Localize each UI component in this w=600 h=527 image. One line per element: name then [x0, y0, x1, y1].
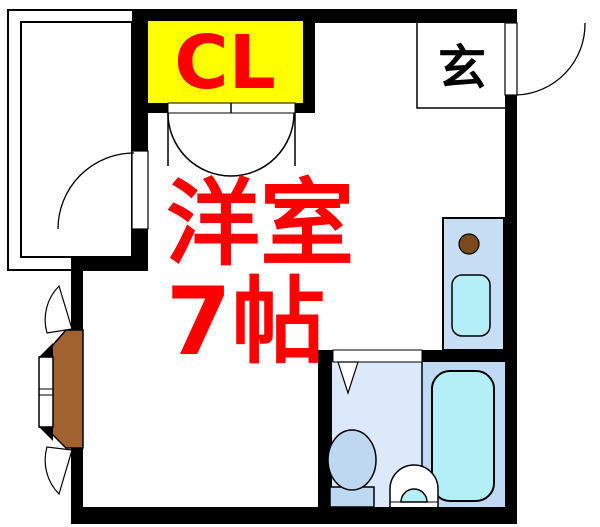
entrance-area [416, 21, 507, 109]
washbasin-bowl [400, 488, 428, 503]
bathroom-door [332, 349, 423, 395]
bathroom-door-leaf [332, 349, 423, 363]
wall-left-upper-a [132, 9, 148, 151]
balcony-door-leaf [131, 150, 149, 230]
balcony-door [57, 150, 149, 230]
closet-box [148, 21, 303, 103]
kitchen-sink [451, 274, 491, 337]
bay-window-stub-top [39, 343, 53, 357]
closet-door-arc-right [230, 112, 295, 177]
toilet-bowl [327, 429, 377, 491]
closet: CL [148, 20, 303, 177]
bay-window-casement-bottom [44, 446, 73, 496]
washbasin [389, 464, 439, 507]
main-room-label: 洋室 7帖 [166, 170, 354, 377]
entrance-door-leaf [504, 22, 518, 96]
wall-left-upper-b [132, 229, 148, 258]
entrance-door-arc [516, 22, 586, 96]
wall-right [505, 95, 517, 510]
bay-window-casement-top [44, 284, 73, 334]
closet-door-arc-left [167, 112, 232, 177]
bathtub [431, 370, 495, 502]
main-room-label-line2: 7帖 [166, 268, 325, 377]
bay-window [38, 284, 84, 496]
wall-bathroom-left [318, 350, 332, 510]
bay-window-sash [38, 356, 54, 428]
wall-bottom [71, 507, 517, 524]
main-room-label-line1: 洋室 [166, 170, 354, 279]
toilet [327, 429, 377, 508]
wall-balcony-bottom [71, 258, 148, 271]
balcony-door-arc [57, 152, 135, 230]
closet-label: CL [174, 20, 275, 106]
entrance-label: 玄 [438, 40, 486, 96]
bay-window-floor [51, 329, 84, 449]
kitchen-burner-icon [458, 233, 480, 255]
wall-left-lower-a [71, 271, 83, 330]
bathroom-door-swing [337, 361, 359, 395]
entrance-door [504, 22, 586, 96]
bay-window-stub-bottom [39, 427, 53, 441]
wall-left-lower-b [71, 448, 83, 510]
kitchen [451, 233, 491, 337]
